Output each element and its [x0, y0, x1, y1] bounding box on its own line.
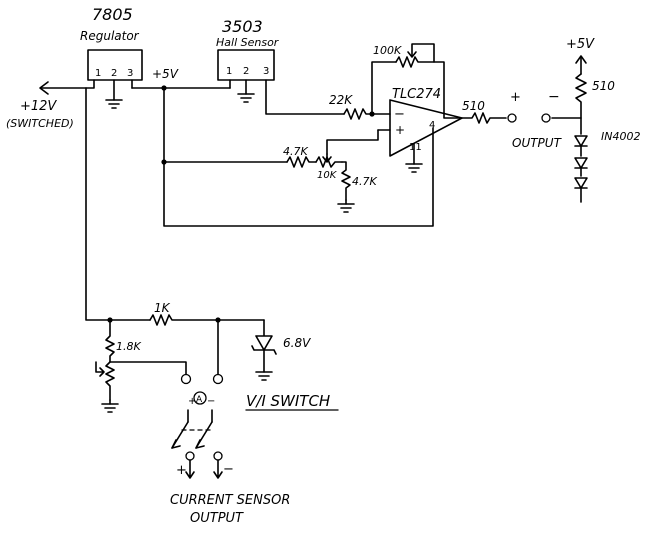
resistor-4k7-b-label: 4.7K — [352, 175, 377, 188]
zener-diode — [251, 319, 277, 373]
output-resistor-510 — [461, 112, 507, 124]
switch-blade-tips — [171, 439, 205, 449]
hall-sensor-name-label: Hall Sensor — [216, 36, 280, 49]
current-sensor-label-line2: OUTPUT — [190, 511, 244, 526]
cs-output-plus-arrow — [185, 459, 195, 479]
output-resistor-label: 510 — [462, 99, 485, 113]
switch-voltage-contact — [180, 373, 192, 385]
switch-current-contact — [212, 373, 224, 385]
divider-ground-symbol — [337, 203, 355, 213]
ammeter-minus: − — [207, 396, 215, 407]
hall-sensor-pin-1: 1 — [226, 66, 232, 77]
regulator-7805: 7805 Regulator 1 2 3 — [80, 5, 143, 109]
opamp-body — [389, 99, 463, 157]
hall-sensor-pin-3: 3 — [263, 66, 269, 77]
output-terminal-minus — [541, 113, 551, 123]
output-minus-label: − — [548, 89, 560, 105]
ammeter-circle — [193, 391, 207, 405]
resistor-1k-label: 1K — [154, 301, 171, 315]
feedback-right-wire — [433, 61, 461, 119]
output-terminal-plus — [507, 113, 517, 123]
opamp-pin11-label: 11 — [409, 142, 422, 153]
resistor-1k8 — [105, 319, 115, 363]
feedback-100k: 100K — [371, 43, 461, 119]
ammeter-leads — [187, 409, 213, 423]
resistor-22k: 22K — [329, 93, 391, 120]
input-note-label: (SWITCHED) — [6, 117, 74, 130]
regulator-body — [87, 49, 143, 81]
cs-output-minus-arrow — [213, 459, 223, 479]
regulator-name-label: Regulator — [80, 29, 140, 43]
opamp-minus-label: − — [394, 107, 405, 122]
diode-supply-label: +5V — [566, 37, 595, 52]
hall-sensor-output-wire — [265, 79, 345, 115]
rail-5v-label: +5V — [152, 67, 179, 81]
regulator-pin-3: 3 — [127, 68, 133, 79]
left-supply-wire — [85, 87, 151, 321]
regulator-ground-symbol — [105, 99, 123, 109]
bus-5v-vertical — [163, 87, 434, 227]
diode-chain-resistor-510 — [551, 73, 587, 119]
pot-wiper-arrow — [322, 153, 332, 163]
trim-potentiometer — [105, 361, 115, 401]
resistor-4k7-a-label: 4.7K — [283, 145, 308, 158]
trim-pot-ground — [101, 403, 119, 413]
opamp-tlc274: TLC274 − + 11 4 — [377, 87, 463, 173]
cs-output-minus-label: − — [223, 462, 234, 477]
resistor-22k-label: 22K — [329, 93, 353, 107]
current-sensor-label-line1: CURRENT SENSOR — [170, 493, 290, 508]
hall-sensor-ground-symbol — [237, 93, 255, 103]
hall-sensor-pin-2: 2 — [243, 66, 249, 77]
opamp-plus-label: + — [395, 123, 405, 137]
diode-supply-arrow — [575, 55, 587, 64]
feedback-wiper-arrow — [407, 51, 417, 58]
opamp-ground-symbol — [405, 163, 423, 173]
diode-2 — [574, 145, 588, 169]
regulator-input-lead — [85, 79, 95, 89]
resistor-1k8-label: 1.8K — [116, 340, 141, 353]
offset-divider: 4.7K 10K 4.7K — [161, 129, 379, 213]
feedback-left-wire — [371, 61, 397, 115]
resistor-1k — [149, 314, 265, 326]
zener-label: 6.8V — [283, 336, 311, 350]
hall-sensor-3503: 3503 Hall Sensor 1 2 3 — [216, 17, 345, 115]
resistor-22k-body — [343, 108, 373, 120]
diode-chain-resistor-label: 510 — [592, 79, 615, 93]
trim-pot-wiper — [95, 361, 105, 377]
opamp-pin4-label: 4 — [429, 120, 435, 131]
diode-chain: +5V 510 IN4002 — [551, 37, 640, 203]
cs-output-plus-label: + — [176, 463, 187, 478]
cs-output-plus-terminal — [185, 451, 195, 461]
feedback-100k-body — [395, 43, 435, 68]
diode-1 — [574, 135, 588, 147]
input-arrow — [39, 81, 49, 95]
input-voltage-label: +12V — [20, 99, 57, 114]
output-plus-label: + — [510, 90, 521, 105]
current-output-section: 1K 6.8V 1.8K A + − + — [85, 87, 339, 526]
ammeter-label: A — [196, 395, 203, 405]
output-label: OUTPUT — [512, 136, 563, 150]
diode-3 — [574, 167, 588, 189]
regulator-part-label: 7805 — [92, 5, 133, 24]
ammeter-plus: + — [188, 396, 196, 407]
cs-output-minus-terminal — [213, 451, 223, 461]
opamp-part-label: TLC274 — [392, 87, 441, 102]
hall-sensor-part-label: 3503 — [222, 17, 263, 36]
pot-10k-label: 10K — [317, 170, 338, 181]
resistor-4k7-b — [341, 161, 351, 201]
resistor-4k7-a — [286, 156, 317, 168]
rail-5v: +5V — [131, 67, 434, 227]
zener-ground-symbol — [255, 371, 273, 381]
vi-switch-label: V/I SWITCH — [246, 392, 330, 410]
voltage-contact-wire — [109, 361, 187, 375]
input-12v: +12V (SWITCHED) — [6, 81, 87, 130]
regulator-pin-2: 2 — [111, 68, 117, 79]
feedback-100k-label: 100K — [373, 44, 402, 57]
output-stage: 510 + − OUTPUT — [461, 89, 563, 150]
diode-label: IN4002 — [601, 130, 640, 143]
regulator-pin-1: 1 — [95, 68, 101, 79]
pot-wiper-wire — [326, 129, 379, 155]
